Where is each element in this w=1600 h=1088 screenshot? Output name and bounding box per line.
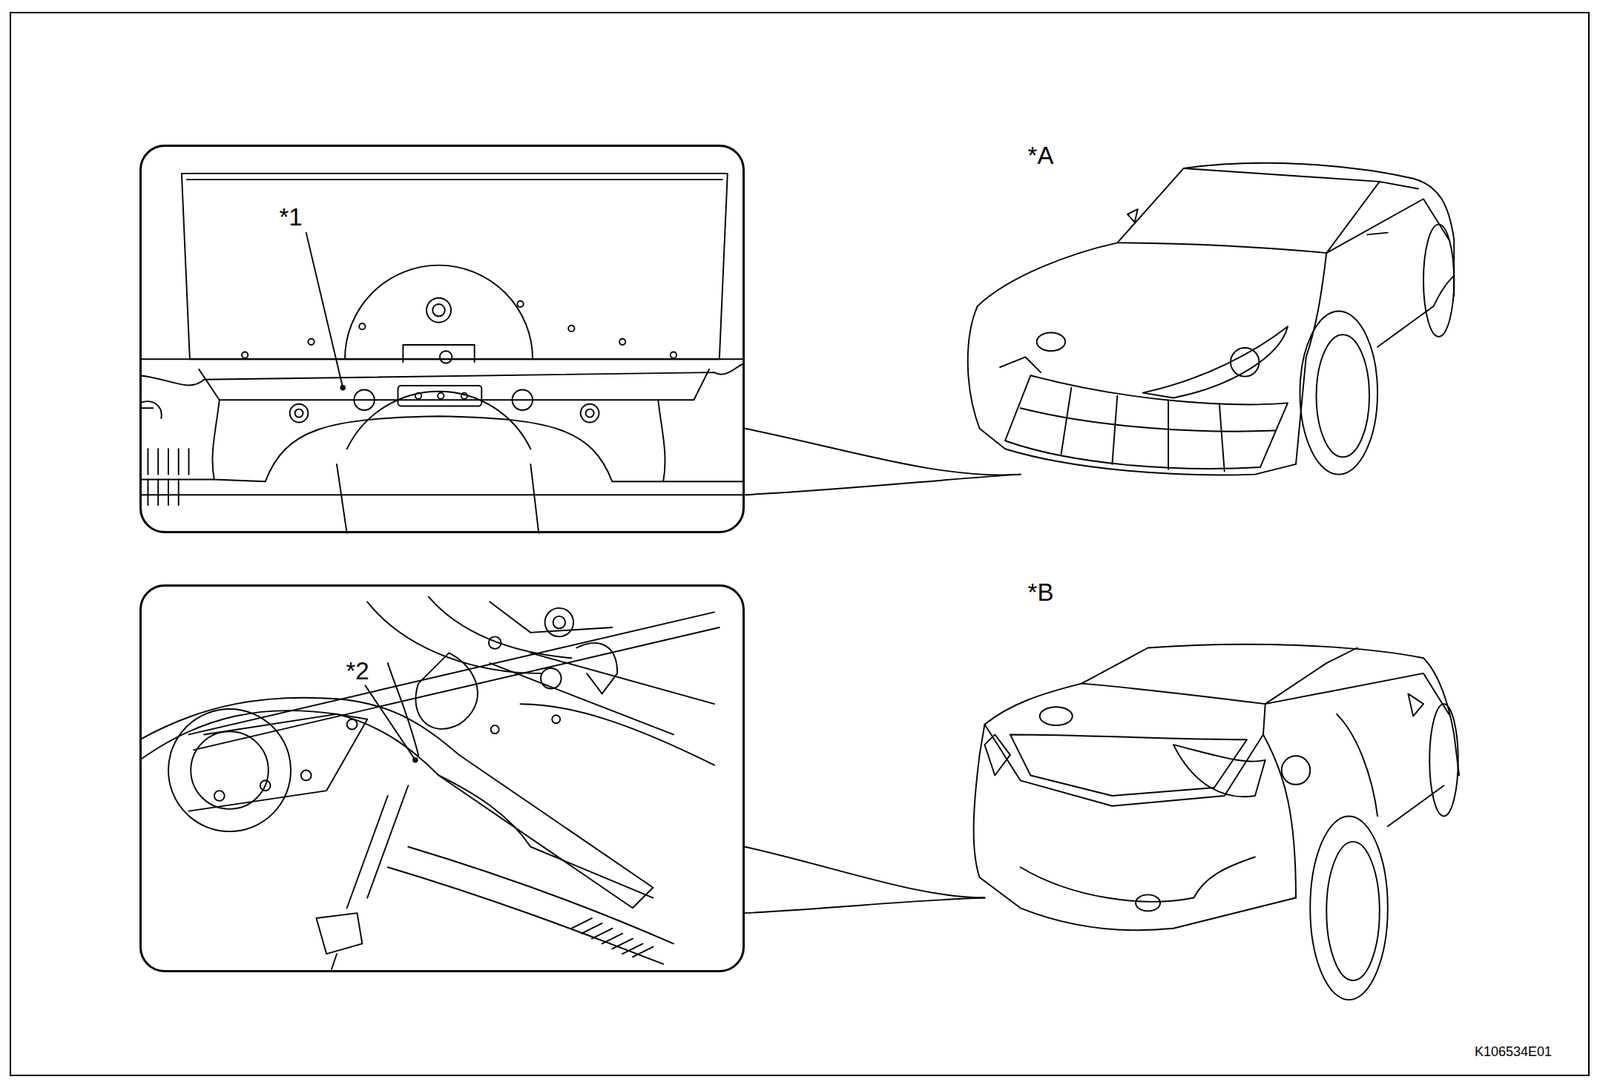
callout-tail (744, 428, 1020, 476)
inset-frame: *2 (139, 584, 745, 973)
front-tow-hook-detail (139, 173, 745, 535)
view-label: *B (1028, 580, 1055, 605)
callout-tail (744, 847, 985, 899)
rear-car (973, 644, 1460, 1000)
frame (10, 12, 1589, 1076)
view-label: *A (1028, 143, 1055, 168)
rear-tow-hook-detail (139, 597, 719, 970)
front-car (968, 163, 1454, 476)
figure-code: K106534E01 (1474, 1045, 1552, 1059)
leader-line (364, 685, 415, 760)
leader-line (306, 232, 344, 388)
inset-frame: *1 (139, 144, 745, 534)
callout-number: *2 (345, 658, 369, 684)
callout-number: *1 (278, 204, 302, 230)
